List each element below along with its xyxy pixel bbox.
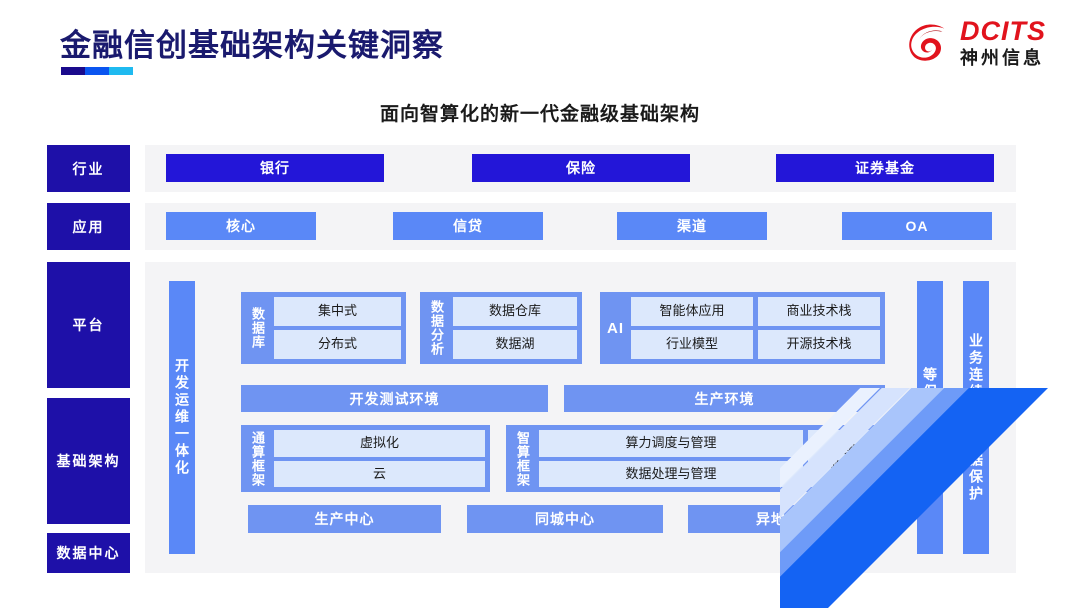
group-label-intelligent-compute-framework: 智算框架 (515, 430, 530, 487)
application-block-oa[interactable]: OA (842, 212, 992, 240)
tier-label-datacenter: 数据中心 (47, 533, 130, 573)
bar-production-environment[interactable]: 生产环境 (564, 385, 885, 412)
logo-text-en: DCITS (960, 16, 1046, 46)
industry-block-insurance[interactable]: 保险 (472, 154, 690, 182)
cell-cloud[interactable]: 云 (274, 460, 485, 487)
cell-virtualization[interactable]: 虚拟化 (274, 430, 485, 457)
group-label-ai: AI (607, 319, 624, 337)
bar-remote-center[interactable]: 异地中心 (688, 505, 884, 533)
bar-dev-test-environment[interactable]: 开发测试环境 (241, 385, 548, 412)
tier-label-infrastructure: 基础架构 (47, 398, 130, 524)
group-intelligent-compute-framework[interactable]: 智算框架 算力调度与管理 数据处理与管理 训练 推理 (506, 425, 885, 492)
dcits-swirl-logo-icon (906, 20, 952, 66)
cell-data-warehouse[interactable]: 数据仓库 (453, 297, 577, 326)
group-label-data-analysis: 数据分析 (429, 300, 444, 356)
rule-segment-3 (109, 67, 133, 75)
vertical-bar-compliance-security[interactable]: 等保合规安全 (917, 281, 943, 554)
tier-label-application: 应用 (47, 203, 130, 250)
industry-block-securities-fund[interactable]: 证券基金 (776, 154, 994, 182)
group-general-compute-framework[interactable]: 通算框架 虚拟化 云 (241, 425, 490, 492)
cell-opensource-tech-stack[interactable]: 开源技术栈 (758, 330, 880, 359)
rule-segment-1 (61, 67, 85, 75)
title-underline-rule (61, 67, 133, 75)
cell-training-inference[interactable]: 训练 推理 (808, 430, 880, 487)
brand-logo: DCITS 神州信息 (906, 18, 1046, 67)
group-ai[interactable]: AI 智能体应用 行业模型 商业技术栈 开源技术栈 (600, 292, 885, 364)
cell-industry-model[interactable]: 行业模型 (631, 330, 753, 359)
page-title: 金融信创基础架构关键洞察 (60, 28, 444, 63)
application-block-channel[interactable]: 渠道 (617, 212, 767, 240)
application-block-credit[interactable]: 信贷 (393, 212, 543, 240)
tier-label-platform: 平台 (47, 262, 130, 388)
application-block-core[interactable]: 核心 (166, 212, 316, 240)
group-label-general-compute-framework: 通算框架 (250, 430, 265, 487)
vertical-bar-devops[interactable]: 开发运维一体化 (169, 281, 195, 554)
industry-block-bank[interactable]: 银行 (166, 154, 384, 182)
application-panel: 核心 信贷 渠道 OA (145, 203, 1016, 250)
tier-label-industry: 行业 (47, 145, 130, 192)
cell-database-centralized[interactable]: 集中式 (274, 297, 401, 326)
subtitle: 面向智算化的新一代金融级基础架构 (379, 104, 700, 125)
bar-production-center[interactable]: 生产中心 (248, 505, 441, 533)
cell-data-processing-management[interactable]: 数据处理与管理 (539, 460, 803, 487)
cell-database-distributed[interactable]: 分布式 (274, 330, 401, 359)
cell-compute-scheduling-management[interactable]: 算力调度与管理 (539, 430, 803, 457)
group-data-analysis[interactable]: 数据分析 数据仓库 数据湖 (420, 292, 582, 364)
vertical-bar-business-continuity[interactable]: 业务连续性及数据保护 (963, 281, 989, 554)
cell-commercial-tech-stack[interactable]: 商业技术栈 (758, 297, 880, 326)
cell-agent-application[interactable]: 智能体应用 (631, 297, 753, 326)
logo-text-cn: 神州信息 (960, 48, 1044, 68)
cell-data-lake[interactable]: 数据湖 (453, 330, 577, 359)
group-database[interactable]: 数据库 集中式 分布式 (241, 292, 406, 364)
group-label-database: 数据库 (250, 307, 265, 349)
industry-panel: 银行 保险 证券基金 (145, 145, 1016, 192)
bar-same-city-center[interactable]: 同城中心 (467, 505, 663, 533)
rule-segment-2 (85, 67, 109, 75)
